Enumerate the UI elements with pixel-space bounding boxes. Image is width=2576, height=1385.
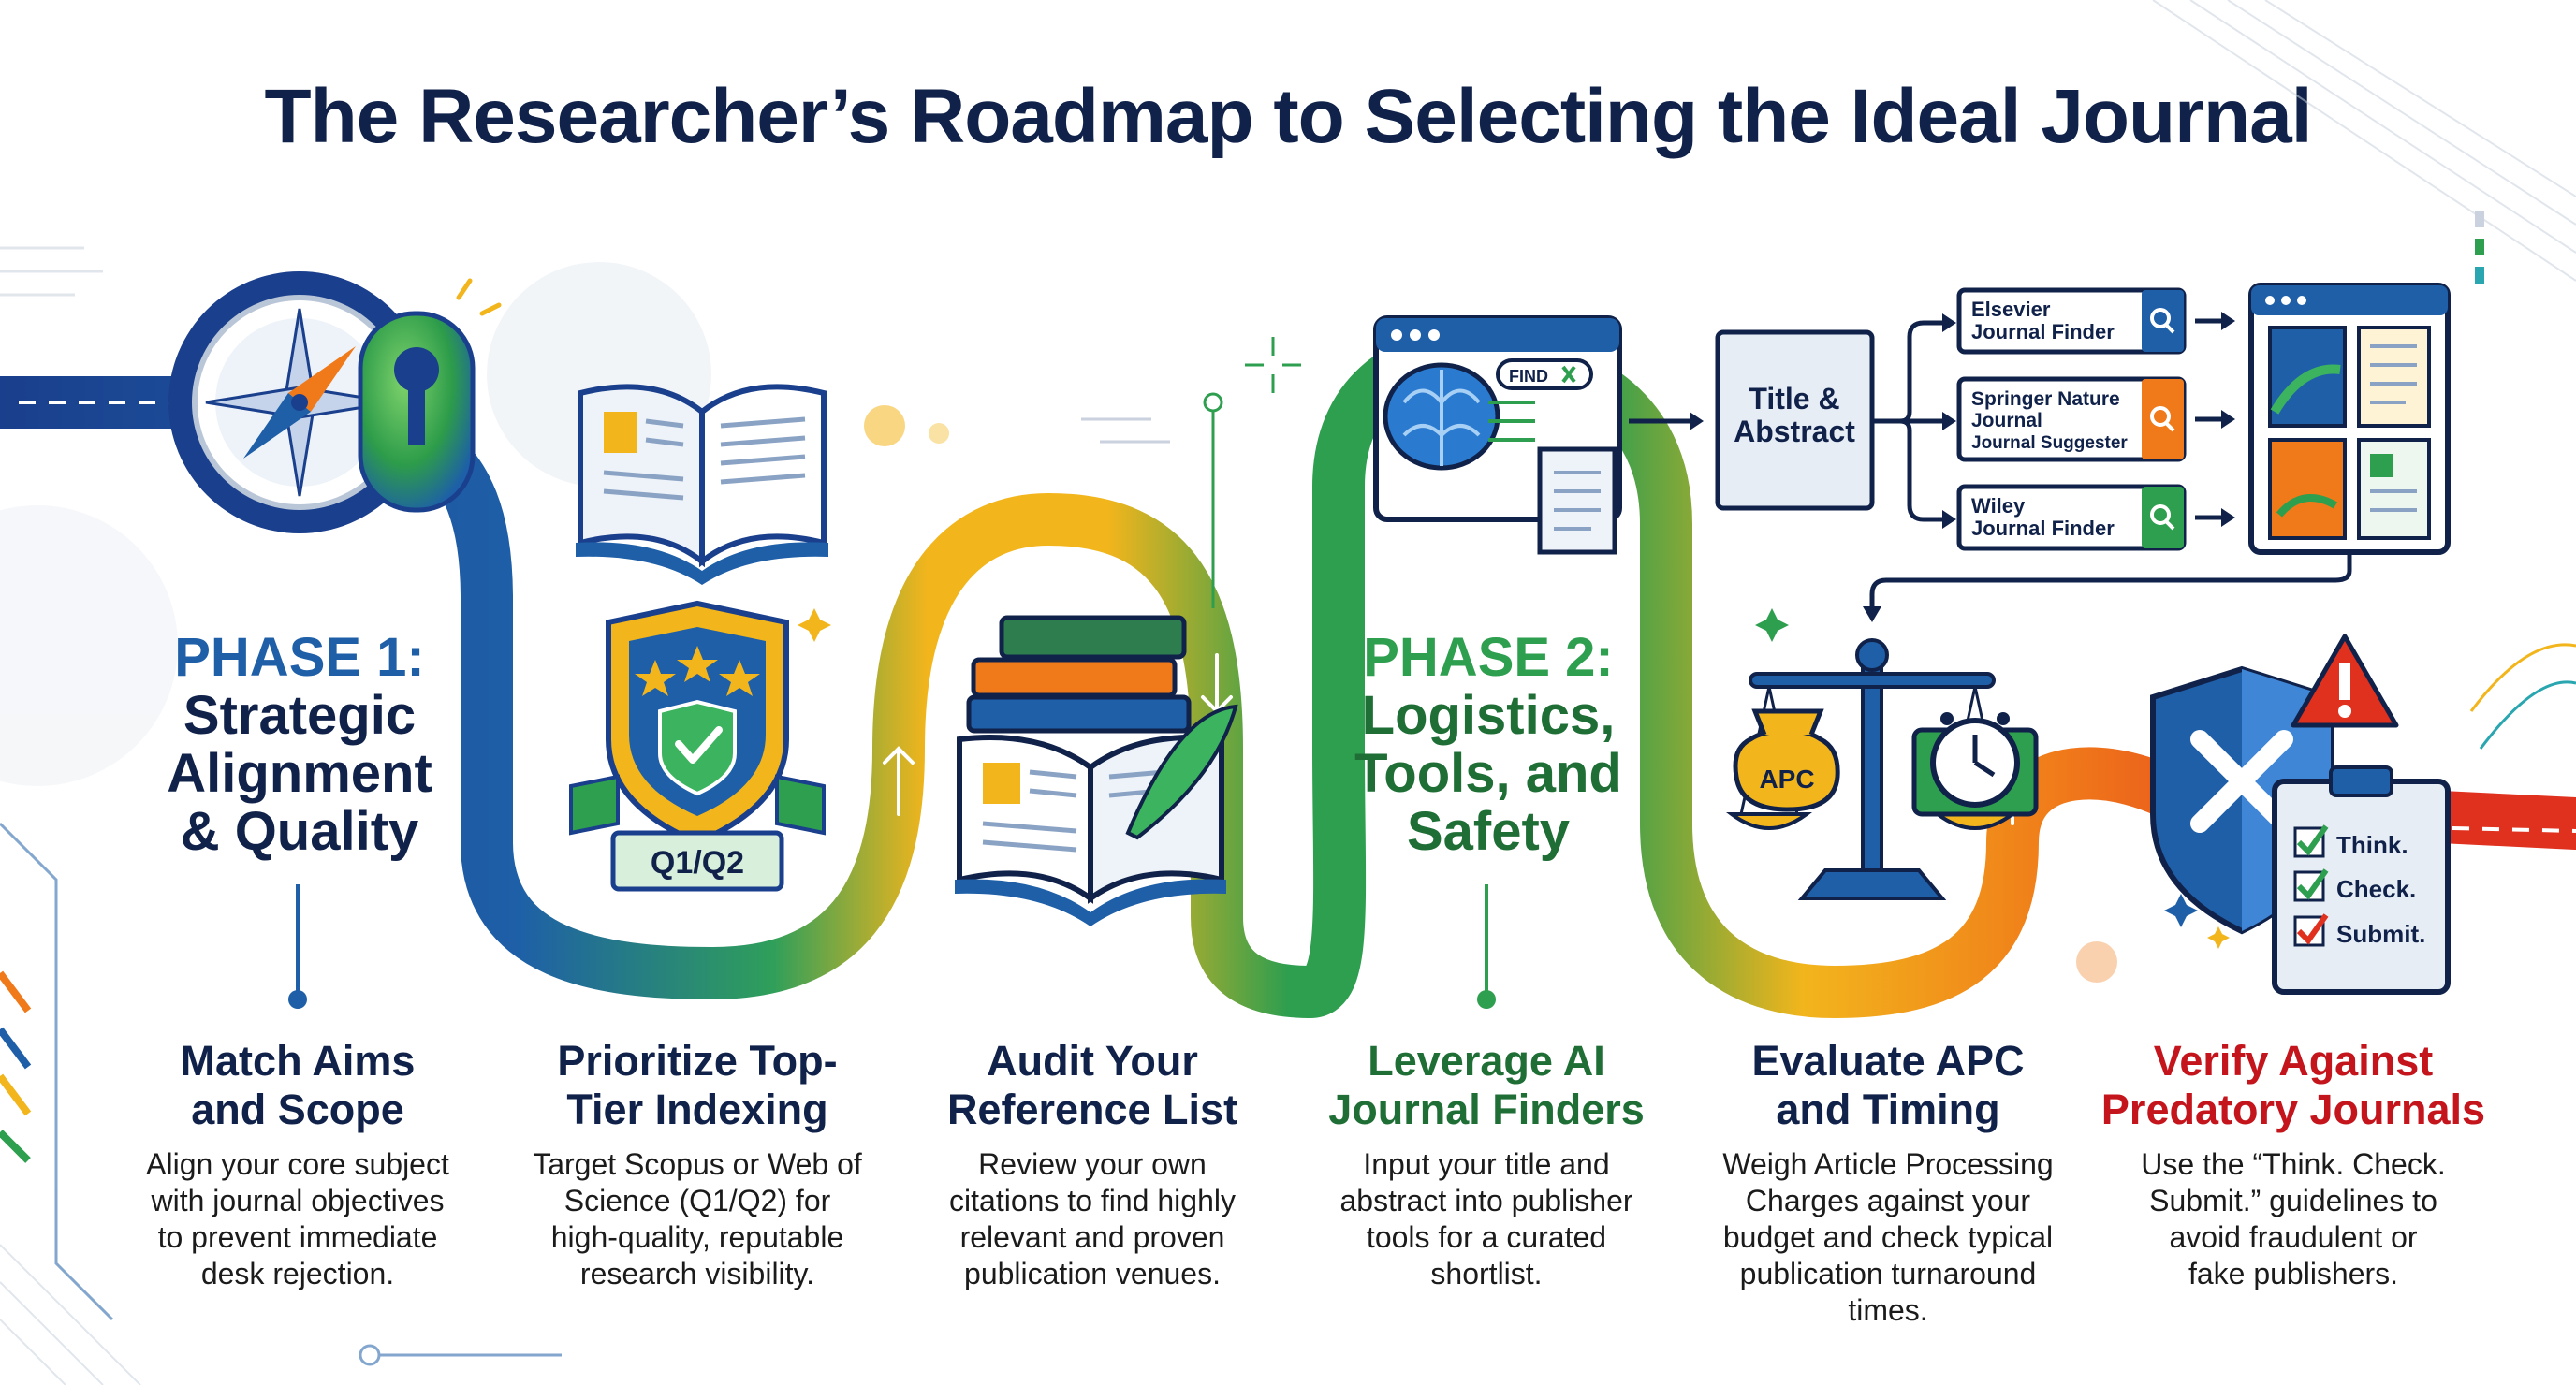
title-abstract-line1: Title & (1749, 382, 1839, 416)
step-1-title-line1: Match Aims (180, 1037, 416, 1085)
step-1-desc-line: Align your core subject (146, 1147, 449, 1181)
phase-2-line1: Logistics, (1361, 685, 1616, 746)
step-6-title-line1: Verify Against (2153, 1037, 2434, 1085)
clock-icon (1911, 712, 2039, 817)
step-6-title-line2: Predatory Journals (2100, 1086, 2486, 1133)
step-5-desc-line: Charges against your (1745, 1184, 2031, 1217)
title-abstract-line2: Abstract (1734, 415, 1855, 448)
step-3-title: Audit Your Reference List (896, 1037, 1289, 1134)
step-5-desc-line: publication turnaround (1739, 1257, 2037, 1290)
phase-connectors (288, 884, 1496, 1009)
step-6-title: Verify Against Predatory Journals (2097, 1037, 2490, 1134)
step-3-title-line1: Audit Your (987, 1037, 1198, 1085)
accent-lines-right (2469, 211, 2576, 750)
finder-2-line3: Journal Suggester (1971, 433, 2128, 453)
step-6-desc: Use the “Think. Check. Submit.” guidelin… (2111, 1146, 2476, 1292)
finder-box-wiley: Wiley Journal Finder (1956, 484, 2187, 551)
step-3-desc-line: citations to find highly (949, 1184, 1236, 1217)
step-2-desc-line: Target Scopus or Web of (533, 1147, 862, 1181)
step-5-desc-line: budget and check typical (1722, 1220, 2054, 1254)
step-6-desc-line: fake publishers. (2188, 1257, 2399, 1290)
sparkles (798, 337, 2230, 983)
step-2-title-line2: Tier Indexing (566, 1086, 828, 1133)
winding-road (0, 329, 2576, 1018)
step-1-desc-line: desk rejection. (200, 1257, 395, 1290)
step-5-title-line1: Evaluate APC (1751, 1037, 2025, 1085)
checklist-submit: Submit. (2336, 920, 2425, 948)
phase-2-title: PHASE 2: (1363, 627, 1614, 688)
step-2-desc-line: high-quality, reputable (550, 1220, 844, 1254)
step-5-desc: Weigh Article Processing Charges against… (1705, 1146, 2071, 1329)
finder-1-line2: Journal Finder (1971, 320, 2115, 343)
finder-2-line2: Journal (1971, 410, 2042, 431)
step-4-title-line1: Leverage AI (1368, 1037, 1605, 1085)
step-4-desc-line: shortlist. (1430, 1257, 1543, 1290)
step-4-title: Leverage AI Journal Finders (1290, 1037, 1683, 1134)
checklist-clipboard-icon: Think. Check. Submit. (2272, 765, 2451, 995)
phase-1-label: PHASE 1: Strategic Alignment & Quality (140, 629, 459, 861)
reference-books-icon (955, 615, 1238, 926)
step-1-title: Match Aims and Scope (101, 1037, 494, 1134)
step-6-desc-line: Use the “Think. Check. (2141, 1147, 2446, 1181)
finder-box-elsevier: Elsevier Journal Finder (1956, 287, 2187, 355)
key-icon (358, 278, 502, 513)
step-5-title-line2: and Timing (1776, 1086, 2000, 1133)
phase-1-line1: Strategic (183, 685, 417, 746)
checklist-think: Think. (2336, 831, 2408, 859)
accent-lines-left (0, 970, 32, 1163)
checklist-check: Check. (2336, 875, 2416, 903)
ai-finder-browser-icon: FIND (1373, 315, 1622, 555)
step-6-desc-line: avoid fraudulent or (2169, 1220, 2418, 1254)
open-book-icon (576, 384, 828, 585)
step-4-title-line2: Journal Finders (1328, 1086, 1645, 1133)
phase-2-line2: Tools, and (1354, 743, 1622, 804)
title-abstract-doc: Title & Abstract (1629, 313, 1956, 529)
step-3-desc-line: relevant and proven (959, 1220, 1225, 1254)
find-label: FIND (1509, 367, 1548, 386)
money-bag-icon: APC (1733, 708, 1840, 812)
finder-3-line2: Journal Finder (1971, 517, 2115, 540)
phase-1-line3: & Quality (180, 801, 419, 862)
step-4-desc-line: Input your title and (1363, 1147, 1610, 1181)
step-3-desc-line: Review your own (978, 1147, 1207, 1181)
step-1-desc-line: with journal objectives (151, 1184, 445, 1217)
q-rank-badge: Q1/Q2 (651, 845, 744, 881)
step-5-desc-line: times. (1848, 1293, 1928, 1327)
warning-icon (2291, 634, 2399, 728)
phase-1-title: PHASE 1: (174, 627, 425, 688)
step-2-desc-line: Science (Q1/Q2) for (564, 1184, 831, 1217)
apc-label: APC (1759, 765, 1814, 794)
step-1-desc: Align your core subject with journal obj… (115, 1146, 480, 1292)
step-4-desc: Input your title and abstract into publi… (1304, 1146, 1669, 1292)
finder-3-line1: Wiley (1971, 494, 2026, 518)
phase-1-line2: Alignment (167, 743, 432, 804)
step-5-title: Evaluate APC and Timing (1691, 1037, 2085, 1134)
step-2-title-line1: Prioritize Top- (557, 1037, 838, 1085)
finder-1-line1: Elsevier (1971, 298, 2051, 321)
shortlist-browser-icon (1863, 283, 2451, 622)
step-1-desc-line: to prevent immediate (157, 1220, 438, 1254)
finder-2-line1: Springer Nature (1971, 388, 2120, 410)
step-4-desc-line: abstract into publisher (1339, 1184, 1633, 1217)
phase-2-label: PHASE 2: Logistics, Tools, and Safety (1320, 629, 1657, 861)
step-3-desc-line: publication venues. (964, 1257, 1221, 1290)
finder-arrows (2195, 312, 2235, 527)
brain-icon (1383, 362, 1500, 471)
step-2-title: Prioritize Top- Tier Indexing (501, 1037, 894, 1134)
step-2-desc-line: research visibility. (579, 1257, 815, 1290)
step-2-desc: Target Scopus or Web of Science (Q1/Q2) … (515, 1146, 880, 1292)
step-3-desc: Review your own citations to find highly… (910, 1146, 1275, 1292)
step-4-desc-line: tools for a curated (1366, 1220, 1607, 1254)
step-1-title-line2: and Scope (191, 1086, 404, 1133)
step-3-title-line2: Reference List (946, 1086, 1238, 1133)
page-title: The Researcher’s Roadmap to Selecting th… (264, 74, 2313, 159)
step-5-desc-line: Weigh Article Processing (1722, 1147, 2054, 1181)
quality-shield-icon: Q1/Q2 (569, 600, 826, 892)
step-6-desc-line: Submit.” guidelines to (2149, 1184, 2437, 1217)
phase-2-line3: Safety (1406, 801, 1571, 862)
finder-box-springer: Springer Nature Journal Journal Suggeste… (1956, 376, 2187, 462)
